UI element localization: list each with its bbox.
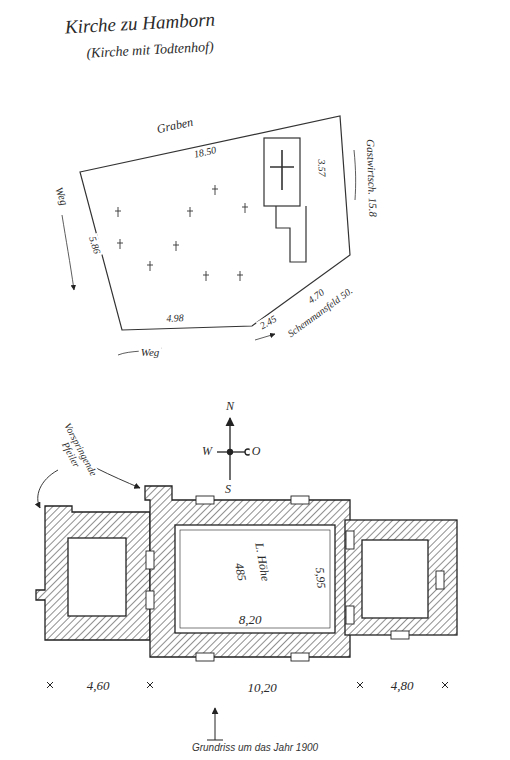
east-room [362, 540, 428, 618]
churchyard-outline [80, 116, 350, 330]
window-openings [146, 496, 444, 661]
compass-label: N [224, 400, 236, 413]
site-plan [62, 116, 356, 355]
dimension-label: 3.57 [316, 157, 328, 179]
dimension-label: 2.45 [256, 312, 280, 332]
compass-label: O [250, 445, 263, 458]
church-cross [270, 150, 294, 190]
west-part-wall [36, 506, 150, 640]
dimension-label: 485 [232, 560, 249, 584]
dimension-label: 5.86 [86, 233, 103, 257]
church-outline [264, 138, 300, 206]
site-label: Weg [139, 346, 162, 358]
west-room [68, 538, 126, 616]
dimension-label: 10,20 [245, 681, 278, 695]
nave-inner-line [180, 530, 330, 628]
compass-label: S [223, 483, 233, 496]
dimension-label: 8,20 [237, 613, 264, 627]
site-label: Graben [154, 115, 197, 136]
east-part-wall [345, 520, 457, 635]
nave-room [175, 525, 335, 633]
grave-crosses [115, 185, 248, 281]
dimension-label: 4,60 [85, 679, 112, 693]
height-label: L. Höhe [252, 540, 272, 584]
compass-label: W [200, 445, 214, 458]
dimension-label: 5,95 [312, 565, 327, 591]
site-label: Weg [52, 183, 71, 208]
tower-outline [276, 206, 306, 262]
caption: Grundriss um das Jahr 1900 [192, 742, 318, 753]
annotation-label: Vorspringende Pfeiler [48, 413, 103, 490]
dimension-label: 18.50 [191, 144, 219, 160]
site-label: Gastwirtsch. 15.8 [365, 137, 380, 219]
title: Kirche zu Hamborn [62, 10, 217, 39]
subtitle: (Kirche mit Todtenhof) [84, 39, 216, 61]
nave-wall [145, 486, 350, 657]
dimension-label: 4.98 [164, 312, 186, 324]
compass [217, 418, 251, 480]
dimension-label: 4,80 [389, 679, 416, 693]
floor-plan [36, 486, 457, 661]
